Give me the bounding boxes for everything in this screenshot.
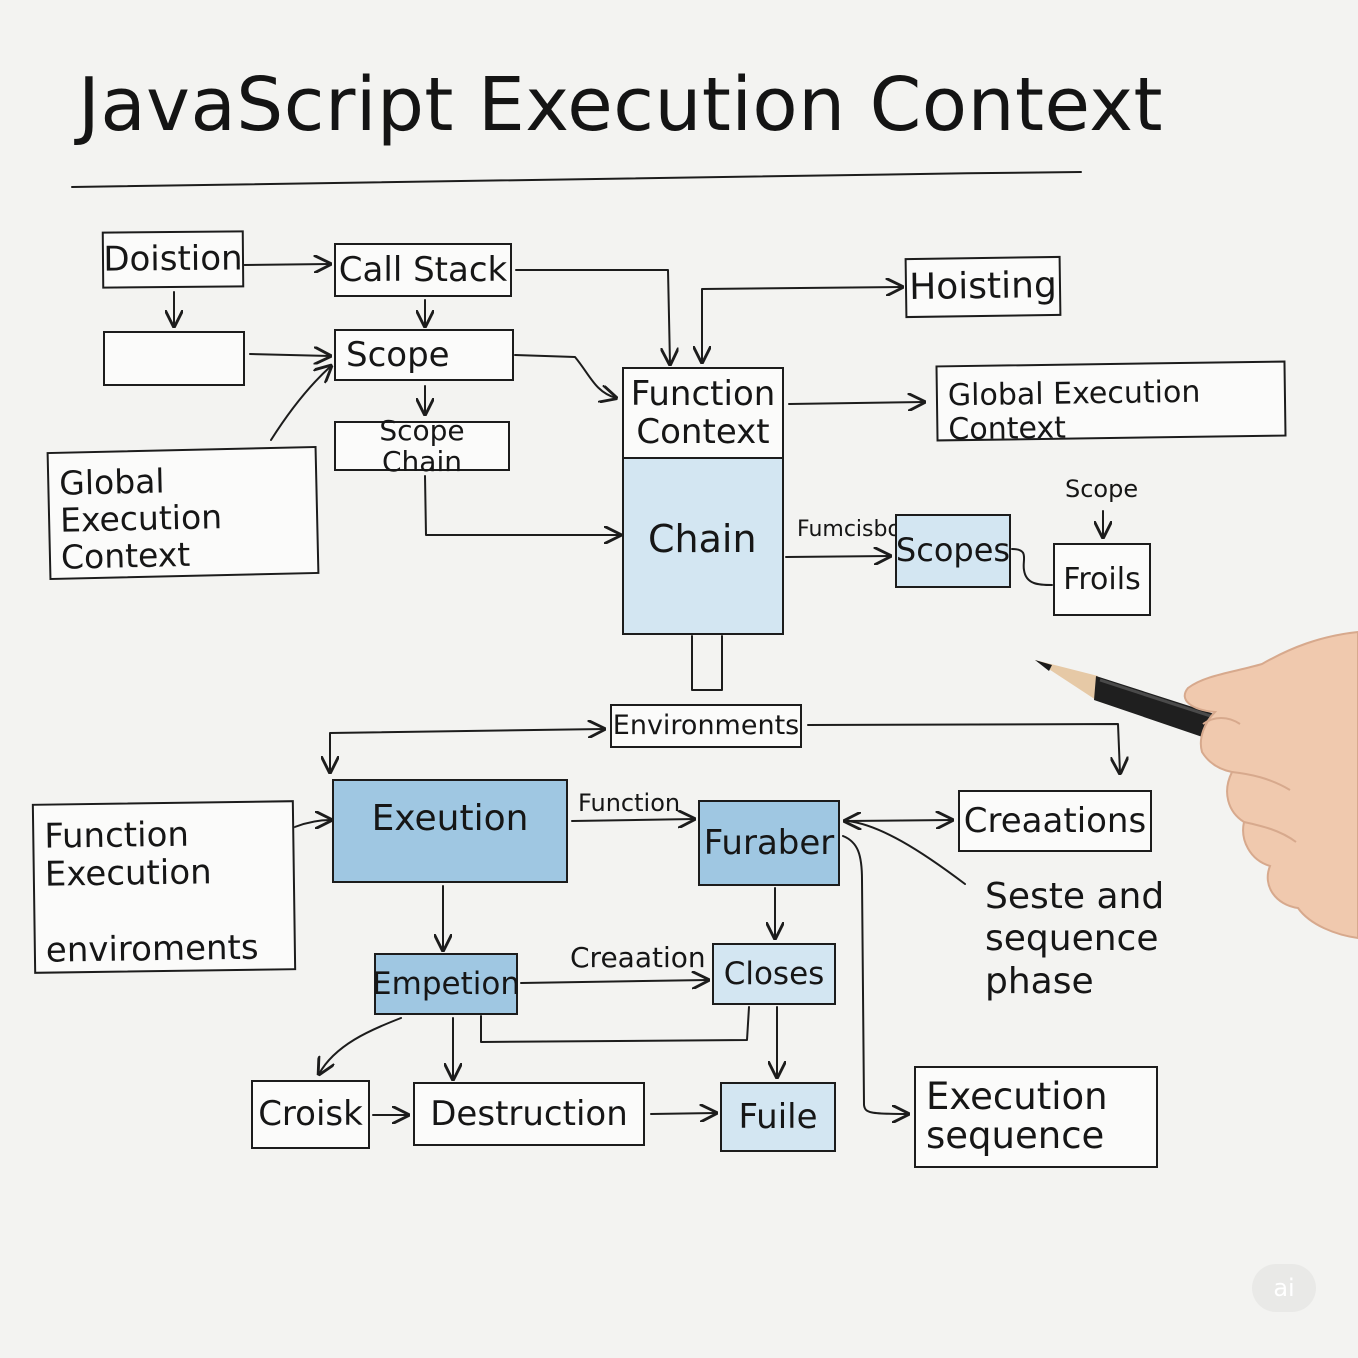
box-chain-label: Chain xyxy=(648,516,757,561)
connector-empetion-closes-loop xyxy=(480,1006,750,1043)
box-creaations-label: Creaations xyxy=(963,800,1147,841)
box-froils-label: Froils xyxy=(1063,561,1141,597)
box-exeution-label: Exeution xyxy=(371,798,529,839)
arrow-callstack-function xyxy=(515,269,670,364)
box-empetion-label: Empetion xyxy=(372,965,520,1002)
box-creaations: Creaations xyxy=(958,790,1152,852)
arrow-empetion-closes xyxy=(520,980,708,983)
box-call-stack-label: Call Stack xyxy=(338,249,508,290)
box-closes: Closes xyxy=(712,943,836,1005)
arrow-environments-exeution xyxy=(330,729,604,772)
label-creaation-edge: Creaation xyxy=(570,941,706,974)
box-furaber: Furaber xyxy=(698,800,840,886)
box-closes-label: Closes xyxy=(723,955,825,992)
box-empetion: Empetion xyxy=(372,953,520,1015)
arrow-scope-function xyxy=(514,354,616,398)
box-fuile: Fuile xyxy=(720,1082,836,1152)
box-empty xyxy=(103,331,245,386)
connector-scopes-froils xyxy=(1011,548,1053,586)
chain-stem xyxy=(691,635,723,691)
box-fuile-label: Fuile xyxy=(738,1096,818,1137)
box-froils: Froils xyxy=(1053,543,1151,616)
arrow-destruction-fuile xyxy=(650,1113,716,1114)
box-execution-sequence-label: Execution sequence xyxy=(926,1075,1108,1157)
box-scopes-label: Scopes xyxy=(895,531,1011,570)
label-scope-top: Scope xyxy=(1065,475,1139,503)
label-seste-phase: Seste and sequence phase xyxy=(985,876,1165,1002)
box-destruction-label: Destruction xyxy=(430,1093,628,1134)
arrow-chain-scopes xyxy=(785,556,890,557)
box-destruction: Destruction xyxy=(413,1082,645,1146)
box-environments-label: Environments xyxy=(612,709,800,741)
box-scopes: Scopes xyxy=(895,514,1011,588)
box-scope-chain-label: Scope Chain xyxy=(379,413,465,478)
box-croisk-label: Croisk xyxy=(258,1094,363,1135)
box-scope: Scope xyxy=(334,329,514,381)
arrow-function-global xyxy=(788,402,924,404)
title-underline xyxy=(71,171,1082,188)
box-call-stack: Call Stack xyxy=(334,243,512,297)
box-chain: Chain xyxy=(622,457,784,635)
arrow-scopechain-chain xyxy=(424,475,620,535)
box-scope-label: Scope xyxy=(346,334,450,375)
arrow-global-scope xyxy=(270,366,331,441)
pointer-seste-furaber xyxy=(847,820,966,885)
arrow-empetion-croisk xyxy=(319,1017,402,1074)
box-function-context-label: Function Context xyxy=(630,373,776,452)
arrow-furaber-creaations xyxy=(845,820,952,821)
arrow-empty-scope xyxy=(249,354,330,356)
box-execution-sequence: Execution sequence xyxy=(914,1066,1158,1168)
box-croisk: Croisk xyxy=(251,1080,370,1149)
box-furaber-label: Furaber xyxy=(703,822,835,863)
page-title: JavaScript Execution Context xyxy=(78,62,1164,148)
arrow-exeution-furaber xyxy=(571,819,694,821)
box-exeution: Exeution xyxy=(332,779,568,883)
label-fumcisbo: Fumcisbo xyxy=(797,517,901,542)
arrow-environments-creaations xyxy=(807,723,1120,773)
label-function-edge: Function xyxy=(578,789,681,817)
box-scope-chain: Scope Chain xyxy=(334,415,510,477)
arrow-doistion-callstack xyxy=(243,264,330,265)
arrow-furaber-execseq xyxy=(842,835,908,1114)
ai-watermark-badge: ai xyxy=(1252,1264,1316,1312)
arrow-hoisting-function xyxy=(702,287,902,362)
box-environments: Environments xyxy=(610,704,802,748)
